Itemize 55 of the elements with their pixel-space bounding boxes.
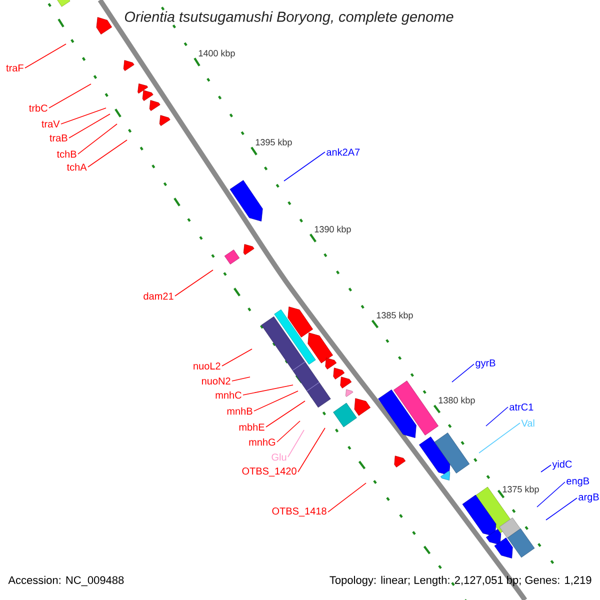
gene-label: Val — [521, 419, 534, 427]
leader-line — [174, 270, 214, 296]
accession-text: Accession: NC_009488 — [8, 576, 124, 586]
leader-line — [242, 384, 294, 396]
tick-label: 1375 kbp — [502, 486, 539, 494]
gene-label: yidC — [552, 460, 572, 470]
leader-line — [284, 152, 326, 182]
gene-label: mnhG — [249, 438, 276, 446]
leader-line — [288, 430, 304, 458]
gene-label: gyrB — [476, 360, 496, 368]
gene-label: OTBS_1418 — [272, 508, 326, 516]
gene-label: mnhC — [216, 391, 242, 399]
gene-label: traV — [42, 120, 60, 128]
leader-line — [276, 420, 300, 442]
leader-line — [24, 44, 66, 68]
leader-line — [222, 348, 252, 366]
gene-label: nuoN2 — [202, 377, 230, 385]
leader-line — [48, 84, 92, 108]
gene-label: OTBS_1420 — [242, 468, 296, 476]
title: Orientia tsutsugamushi Boryong, complete genome — [124, 11, 454, 25]
leader-line — [486, 406, 508, 426]
gene-label: atrC1 — [510, 403, 534, 411]
leader-line — [78, 124, 118, 154]
gene-label: tchA — [66, 163, 87, 171]
gene-label: Glu — [272, 453, 286, 461]
gene-label: trbC — [29, 104, 48, 112]
tick-label: 1390 kbp — [314, 226, 351, 234]
gene-label: traF — [6, 64, 24, 72]
genome-summary: Topology: linear; Length: 2,127,051 bp; Genes: 1,219 — [330, 576, 592, 586]
leader-line — [298, 428, 326, 472]
leader-line — [88, 140, 128, 168]
tick-label: 1385 kbp — [376, 312, 413, 320]
leader-line — [266, 400, 306, 428]
gene-label: engB — [566, 478, 590, 486]
tick-label: 1400 kbp — [198, 50, 235, 58]
leader-line — [254, 390, 298, 412]
gene-label: dam21 — [144, 292, 174, 300]
gene-label: nuoL2 — [194, 362, 220, 370]
leader-line — [540, 464, 552, 472]
leader-line — [328, 482, 366, 512]
leader-line — [68, 114, 110, 138]
gene-label: traB — [50, 134, 68, 142]
leader-line — [546, 498, 578, 520]
gene-label: mbhE — [239, 423, 264, 431]
gene-label: tchB — [56, 150, 76, 158]
leader-line — [232, 376, 250, 382]
tick-label: 1395 kbp — [256, 138, 292, 148]
leader-line — [536, 482, 566, 508]
gene-label: mnhB — [227, 407, 252, 415]
tick-label: 1380 kbp — [438, 396, 475, 406]
gene-label: argB — [578, 494, 599, 502]
gene-label: ank2A7 — [326, 148, 360, 156]
leader-line — [478, 422, 520, 454]
leader-line — [60, 108, 106, 124]
leader-line — [452, 364, 474, 382]
